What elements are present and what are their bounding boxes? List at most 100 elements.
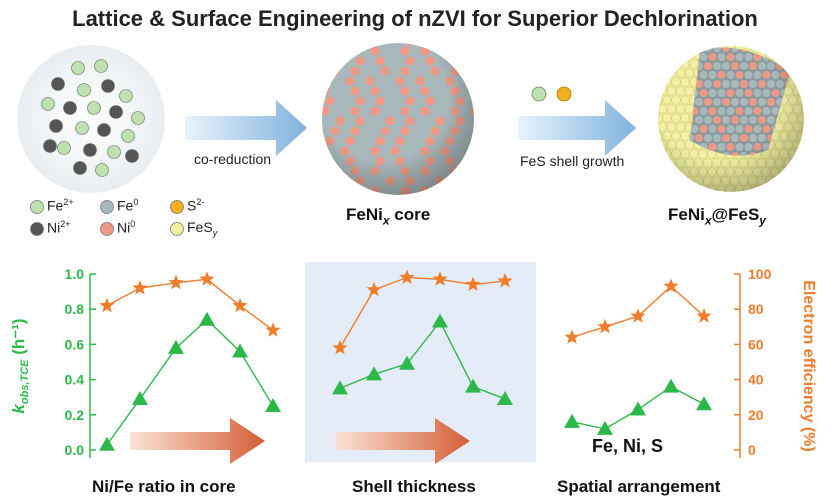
ni2-ion (83, 143, 97, 157)
legend-label-fe0: Fe0 (117, 197, 139, 214)
trend-arrow-2 (335, 418, 470, 464)
fe2-ion (95, 163, 109, 177)
right-tick-label: 20 (748, 407, 764, 423)
fe2-ion (87, 101, 101, 115)
ni2-ion (49, 119, 63, 133)
ni2-ion (125, 149, 139, 163)
fe0-atom (789, 53, 790, 61)
plot-series (99, 269, 712, 451)
shell-growth-arrow (518, 100, 636, 156)
efficiency-point (132, 280, 148, 295)
left-tick-label: 0.0 (65, 442, 85, 458)
efficiency-point (332, 339, 348, 355)
fe2-ion (77, 83, 91, 97)
efficiency-point (465, 276, 481, 291)
efficiency-point (663, 278, 679, 293)
fe2-ion (107, 145, 121, 159)
k-obs-point (168, 339, 184, 354)
k-obs-point (663, 378, 679, 393)
legend-label-fesy: FeSy (187, 219, 218, 238)
ni2-ion (101, 79, 115, 93)
left-tick-label: 0.2 (65, 407, 85, 423)
left-axis: 0.00.20.40.60.81.0 (65, 266, 96, 458)
page-title: Lattice & Surface Engineering of nZVI fo… (72, 6, 758, 31)
right-tick-label: 40 (748, 372, 764, 388)
fe0-atom (780, 53, 789, 61)
xlabel-ni-fe-ratio: Ni/Fe ratio in core (92, 477, 236, 496)
legend-swatch-5 (170, 222, 184, 236)
fe-ion-reagent-icon (531, 86, 547, 102)
k-obs-line (106, 318, 274, 446)
efficiency-point (432, 271, 448, 286)
left-axis-label: kobs,TCE (h⁻¹) (9, 318, 31, 413)
ni2-ion (97, 123, 111, 137)
legend-swatch-2 (170, 200, 184, 214)
ni2-ion (109, 105, 123, 119)
k-obs-point (366, 366, 382, 381)
efficiency-point (497, 273, 513, 288)
co-reduction-arrow (185, 100, 307, 156)
spatial-annotation: Fe, Ni, S (592, 436, 664, 456)
fe2-ion (57, 141, 71, 155)
ni2-ion (63, 101, 77, 115)
left-tick-label: 1.0 (65, 266, 85, 282)
k-obs-point (265, 398, 281, 412)
ni0-atom (695, 47, 703, 52)
core-shell-label: FeNix@FeSy (668, 205, 766, 228)
k-obs-point (465, 378, 481, 393)
ni2-ion (73, 161, 87, 175)
sulfide-reagent-icon (556, 86, 572, 102)
co-reduction-label: co-reduction (194, 151, 272, 167)
core-label: FeNix core (346, 205, 431, 228)
efficiency-point (99, 297, 115, 313)
fe2-ion (131, 111, 145, 125)
k-obs-point (432, 313, 448, 328)
left-tick-label: 0.6 (65, 336, 85, 352)
k-obs-point (696, 396, 712, 411)
xlabel-shell-thickness: Shell thickness (352, 477, 476, 496)
k-obs-point (232, 343, 248, 358)
legend-label-ni2: Ni2+ (47, 219, 71, 236)
precursor-ions (41, 59, 145, 177)
right-tick-label: 60 (748, 336, 764, 352)
fe2-ion (41, 97, 55, 111)
efficiency-point (399, 269, 415, 284)
fe0-atom (690, 47, 694, 52)
fe0-atom (776, 47, 784, 52)
efficiency-point (232, 297, 248, 313)
k-obs-point (199, 311, 215, 326)
k-obs-point (399, 355, 415, 370)
shell-thickness-panel (305, 262, 536, 462)
right-tick-label: 80 (748, 301, 764, 317)
ni0-atom (767, 47, 775, 52)
legend-swatch-0 (30, 200, 44, 214)
k-obs-point (597, 420, 613, 435)
fe0-atom (785, 62, 790, 70)
xlabel-spatial-arrangement: Spatial arrangement (557, 477, 721, 496)
fe2-ion (71, 61, 85, 75)
core-shell-sphere (658, 46, 804, 192)
left-tick-label: 0.8 (65, 301, 85, 317)
fe0-atom (758, 47, 766, 52)
ni0-atom (785, 47, 790, 52)
k-obs-point (497, 390, 513, 405)
efficiency-point (168, 274, 184, 290)
efficiency-point (696, 308, 712, 323)
efficiency-point (630, 308, 646, 323)
fe2-ion (119, 89, 133, 103)
legend-swatch-4 (100, 222, 114, 236)
legend-label-s2: S2- (187, 197, 205, 214)
efficiency-line (106, 278, 274, 331)
legend-swatch-3 (30, 222, 44, 236)
fe2-ion (94, 59, 108, 73)
legend-swatch-1 (100, 200, 114, 214)
k-obs-point (132, 390, 148, 405)
shell-growth-label: FeS shell growth (520, 153, 625, 169)
ni2-ion (51, 77, 65, 91)
right-tick-label: 0 (748, 442, 756, 458)
efficiency-point (366, 281, 382, 297)
species-legend (30, 200, 184, 236)
